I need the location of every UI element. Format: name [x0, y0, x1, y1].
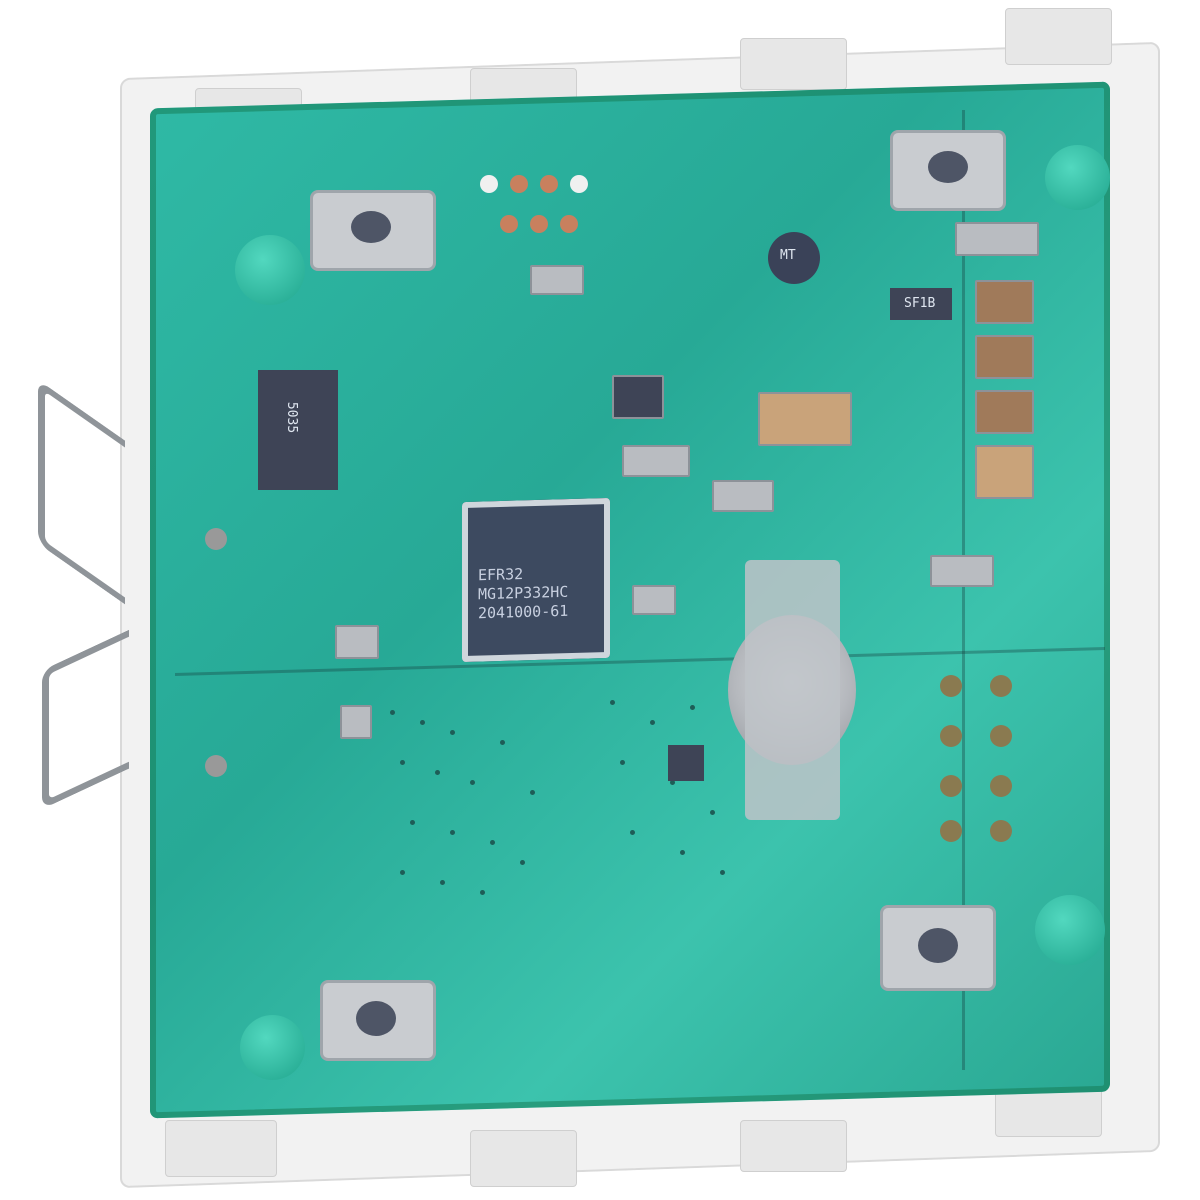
frame-tab-bottom-3	[740, 1120, 847, 1172]
button-actuator	[351, 211, 391, 243]
battery-clip	[745, 560, 840, 820]
mounting-post-top-right	[1045, 145, 1110, 210]
smd-cap-column-3	[975, 390, 1034, 434]
smd-cap-column-1	[975, 280, 1034, 324]
button-actuator	[356, 1001, 396, 1036]
left-regulator-ic: 5035	[258, 370, 338, 490]
sf1b-label: SF1B	[904, 296, 936, 311]
smd-cap-column-2	[975, 335, 1034, 379]
chip-line-1: EFR32	[478, 565, 524, 585]
programming-pads	[480, 175, 610, 245]
tactile-button-top-right	[890, 130, 1006, 211]
sf1b-ic: SF1B	[890, 288, 952, 320]
button-actuator	[918, 928, 958, 963]
smd-cap-2	[758, 392, 852, 446]
chip-line-3: 2041000-61	[478, 601, 569, 623]
mounting-post-bottom-right	[1035, 895, 1105, 965]
via-field-2	[600, 690, 750, 890]
chip-line-2: MG12P332HC	[478, 582, 569, 604]
frame-hole-upper	[205, 528, 227, 550]
spring-clip-lower	[42, 629, 129, 810]
pcb-seam-vertical	[962, 110, 965, 1070]
efr32-chip-marking: EFR32 MG12P332HC 2041000-61	[478, 564, 568, 624]
via-field	[380, 700, 580, 900]
header-pins	[940, 675, 1030, 842]
frame-tab-bottom-2	[470, 1130, 577, 1187]
inductor-label: MT	[780, 248, 796, 263]
smd-crystal	[622, 445, 690, 477]
tactile-button-top-left	[310, 190, 436, 271]
tactile-button-bottom-right	[880, 905, 996, 991]
frame-tab-top-3	[740, 38, 847, 90]
left-ic-label: 5035	[284, 401, 300, 434]
smd-small-5	[930, 555, 994, 587]
spring-clip-upper	[38, 379, 125, 605]
inductor: MT	[768, 232, 820, 284]
frame-hole-lower	[205, 755, 227, 777]
smd-cap-column-4	[975, 445, 1034, 499]
smd-transistor	[668, 745, 704, 781]
smd-component	[612, 375, 664, 419]
smd-small-2	[632, 585, 676, 615]
tactile-button-bottom-left	[320, 980, 436, 1061]
button-actuator	[928, 151, 968, 183]
smd-cap-top	[955, 222, 1039, 256]
mounting-post-top-left	[235, 235, 305, 305]
frame-tab-bottom-1	[165, 1120, 277, 1177]
frame-tab-top-4	[1005, 8, 1112, 65]
smd-small-3	[335, 625, 379, 659]
smd-small-4	[340, 705, 372, 739]
smd-cap-1	[712, 480, 774, 512]
mounting-post-bottom-left	[240, 1015, 305, 1080]
smd-small-1	[530, 265, 584, 295]
